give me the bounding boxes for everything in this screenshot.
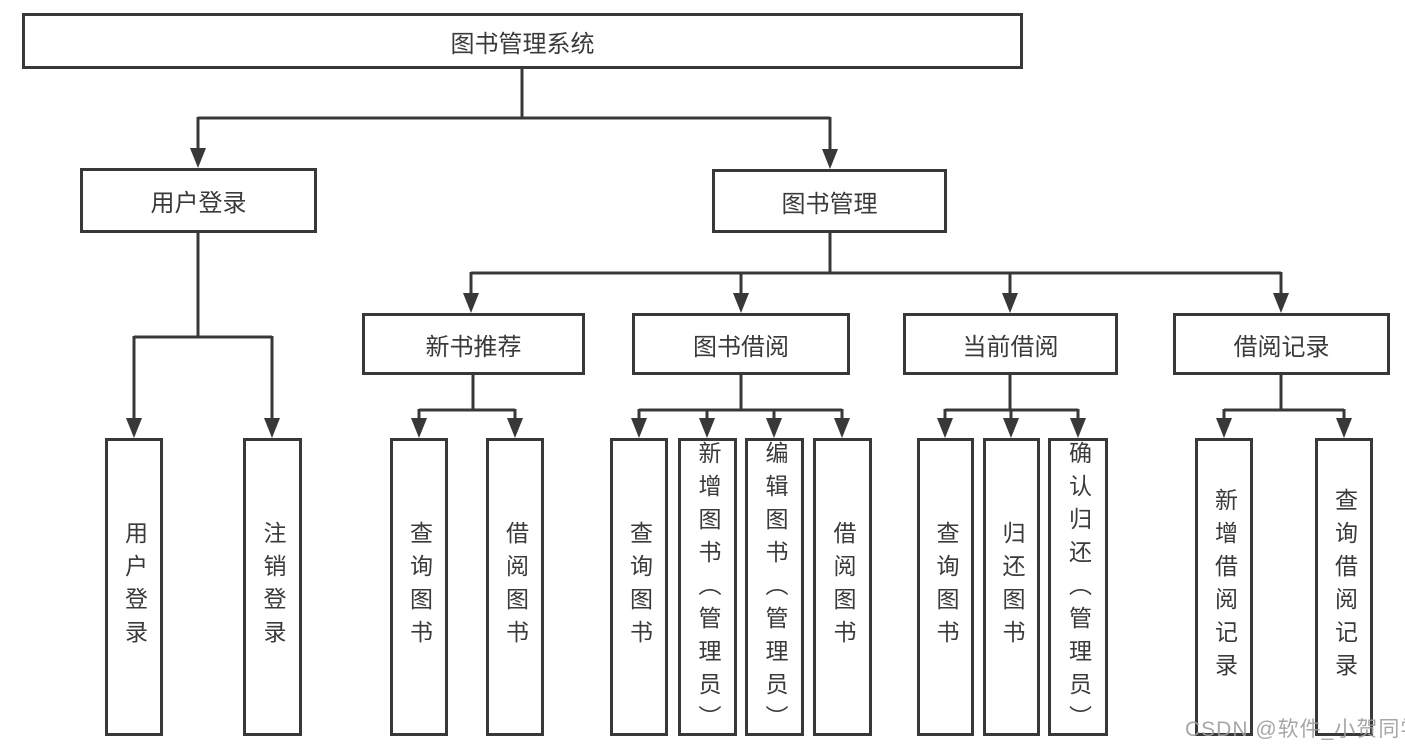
node-label: 编辑图书（管理员） <box>762 441 788 738</box>
leaf-borrow-books: 借阅图书 <box>813 438 872 736</box>
leaf-add-books-admin: 新增图书（管理员） <box>678 438 737 738</box>
leaf-query-books-borrow: 查询图书 <box>610 438 668 736</box>
leaf-user-login: 用户登录 <box>105 438 163 736</box>
node-label: 新增借阅记录 <box>1211 488 1238 686</box>
csdn-watermark: CSDN @软件_小贺同学 <box>1185 718 1405 741</box>
node-book-borrowing: 图书借阅 <box>632 313 850 375</box>
node-label: 新书推荐 <box>425 333 522 361</box>
node-book-management: 图书管理 <box>712 169 947 233</box>
node-label: 归还图书 <box>999 521 1025 653</box>
node-label: 借阅图书 <box>502 521 529 653</box>
leaf-query-books-newbook: 查询图书 <box>390 438 448 736</box>
node-current-borrowing: 当前借阅 <box>903 313 1118 375</box>
node-user-login: 用户登录 <box>80 168 317 233</box>
node-new-book-recommendation: 新书推荐 <box>362 313 585 375</box>
node-library-management-system: 图书管理系统 <box>22 13 1023 69</box>
node-label: 查询图书 <box>406 521 433 653</box>
leaf-confirm-return-admin: 确认归还（管理员） <box>1048 438 1108 738</box>
leaf-return-books: 归还图书 <box>983 438 1040 736</box>
node-label: 注销登录 <box>260 521 286 653</box>
leaf-query-borrow-record: 查询借阅记录 <box>1315 438 1373 736</box>
node-label: 确认归还（管理员） <box>1065 441 1092 738</box>
node-label: 图书管理 <box>781 190 878 218</box>
leaf-edit-books-admin: 编辑图书（管理员） <box>745 438 804 738</box>
node-label: 图书借阅 <box>693 333 789 361</box>
node-label: 用户登录 <box>150 190 247 217</box>
node-label: 借阅记录 <box>1233 333 1330 361</box>
node-label: 查询图书 <box>933 521 959 653</box>
node-borrowing-records: 借阅记录 <box>1173 313 1390 375</box>
leaf-logout: 注销登录 <box>243 438 302 736</box>
node-label: 查询借阅记录 <box>1331 488 1358 686</box>
leaf-add-borrow-record: 新增借阅记录 <box>1195 438 1253 736</box>
leaf-borrow-books-newbook: 借阅图书 <box>486 438 544 736</box>
node-label: 查询图书 <box>626 521 653 653</box>
node-label: 新增图书（管理员） <box>695 441 721 738</box>
node-label: 图书管理系统 <box>450 30 595 58</box>
node-label: 借阅图书 <box>830 521 856 653</box>
node-label: 用户登录 <box>121 521 148 653</box>
leaf-query-books-current: 查询图书 <box>917 438 974 736</box>
node-label: 当前借阅 <box>962 333 1059 361</box>
